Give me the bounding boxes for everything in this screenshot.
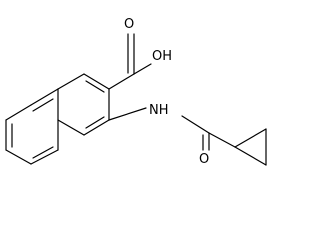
- carboxylic-acid-group: O OH: [108, 17, 172, 90]
- naphthalene-left-ring: [5, 88, 59, 165]
- chemical-structure-diagram: O OH NH O: [5, 17, 267, 167]
- acid-carbonyl-oxygen-label: O: [124, 17, 134, 32]
- amide-carbonyl-oxygen-label: O: [199, 152, 209, 167]
- amide-group: NH O: [108, 103, 236, 167]
- hydroxyl-label: OH: [152, 49, 172, 64]
- cyclopropyl-ring: [234, 128, 267, 166]
- naphthalene-right-ring: [57, 73, 110, 136]
- amide-nh-label: NH: [149, 103, 169, 118]
